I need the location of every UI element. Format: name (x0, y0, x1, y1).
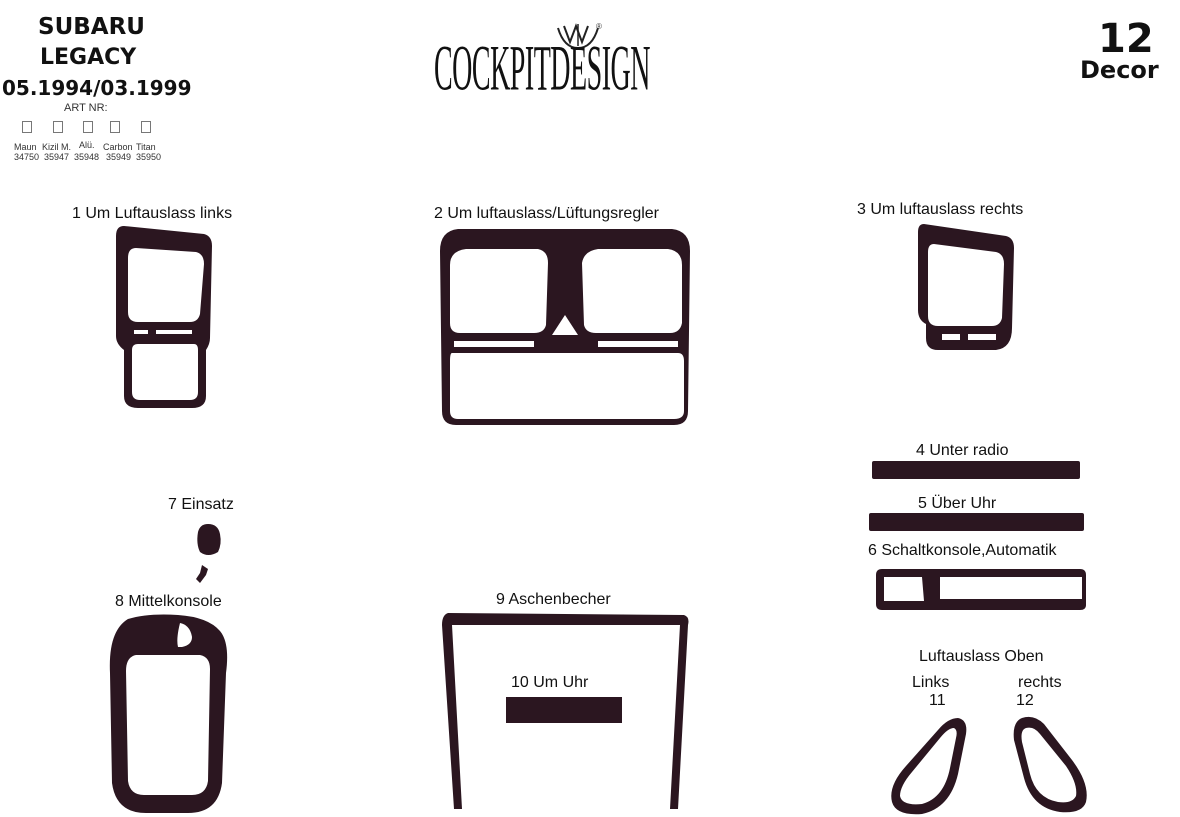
part-label-5: 5 Über Uhr (918, 495, 997, 512)
part-label-11: 11 (929, 692, 946, 709)
part-1-vent-left[interactable] (112, 226, 214, 410)
piece-count-label: Decor (1080, 56, 1159, 84)
luftauslass-oben-title: Luftauslass Oben (919, 648, 1044, 665)
part-label-12: 12 (1016, 692, 1034, 709)
variant-checkbox-alu[interactable] (83, 121, 93, 133)
part-8-center-console[interactable] (108, 613, 230, 815)
part-11-upper-vent-left[interactable] (888, 716, 970, 816)
variant-name: Maun (14, 142, 37, 152)
part-label-4: 4 Unter radio (916, 442, 1009, 459)
part-label-9: 9 Aschenbecher (496, 591, 611, 608)
variant-code: 35947 (44, 152, 70, 162)
variant-checkbox-maun[interactable] (22, 121, 32, 133)
part-label-7: 7 Einsatz (168, 496, 234, 513)
part-label-10: 10 Um Uhr (511, 674, 589, 691)
part-12-upper-vent-right[interactable] (1010, 714, 1090, 816)
part-7-insert[interactable] (196, 522, 222, 558)
production-period: 05.1994/03.1999 (2, 76, 192, 100)
piece-count-number: 12 (1098, 16, 1154, 62)
part-label-8: 8 Mittelkonsole (115, 593, 222, 610)
part-label-1: 1 Um Luftauslass links (72, 205, 233, 222)
variant-code: 35950 (136, 152, 162, 162)
part-2-vent-control[interactable] (438, 229, 692, 427)
part-label-2: 2 Um luftauslass/Lüftungsregler (434, 205, 659, 222)
brand-logo-text: COCKPITDESIGN (434, 33, 650, 105)
oben-links-label: Links (912, 674, 950, 691)
oben-rechts-label: rechts (1018, 674, 1062, 691)
part-10-clock-surround[interactable] (506, 697, 622, 723)
cockpitdesign-emblem (557, 23, 599, 50)
variant-checkbox-titan[interactable] (141, 121, 151, 133)
part-label-3: 3 Um luftauslass rechts (857, 201, 1024, 218)
brand-logo: COCKPITDESIGN (434, 26, 690, 112)
variant-name: Kizil M. (42, 142, 71, 152)
part-label-6: 6 Schaltkonsole,Automatik (868, 542, 1057, 559)
variant-code: 35948 (74, 152, 100, 162)
part-4-under-radio-strip[interactable] (872, 461, 1080, 480)
variant-name: Carbon (103, 142, 133, 152)
variant-checkbox-kizil[interactable] (53, 121, 63, 133)
variant-name: Alü. (79, 140, 95, 150)
part-6-gear-console[interactable] (876, 569, 1086, 611)
part-7-insert-tab[interactable] (196, 565, 210, 585)
variant-name: Titan (136, 142, 156, 152)
art-number-label: ART NR: (64, 102, 108, 114)
variant-code: 35949 (106, 152, 132, 162)
registered-mark: ® (596, 22, 602, 31)
vehicle-model: LEGACY (40, 45, 137, 70)
part-3-vent-right[interactable] (916, 222, 1016, 352)
vehicle-make: SUBARU (38, 14, 145, 40)
variant-code: 34750 (14, 152, 40, 162)
part-5-above-clock-strip[interactable] (869, 513, 1085, 532)
variant-checkbox-carbon[interactable] (110, 121, 120, 133)
